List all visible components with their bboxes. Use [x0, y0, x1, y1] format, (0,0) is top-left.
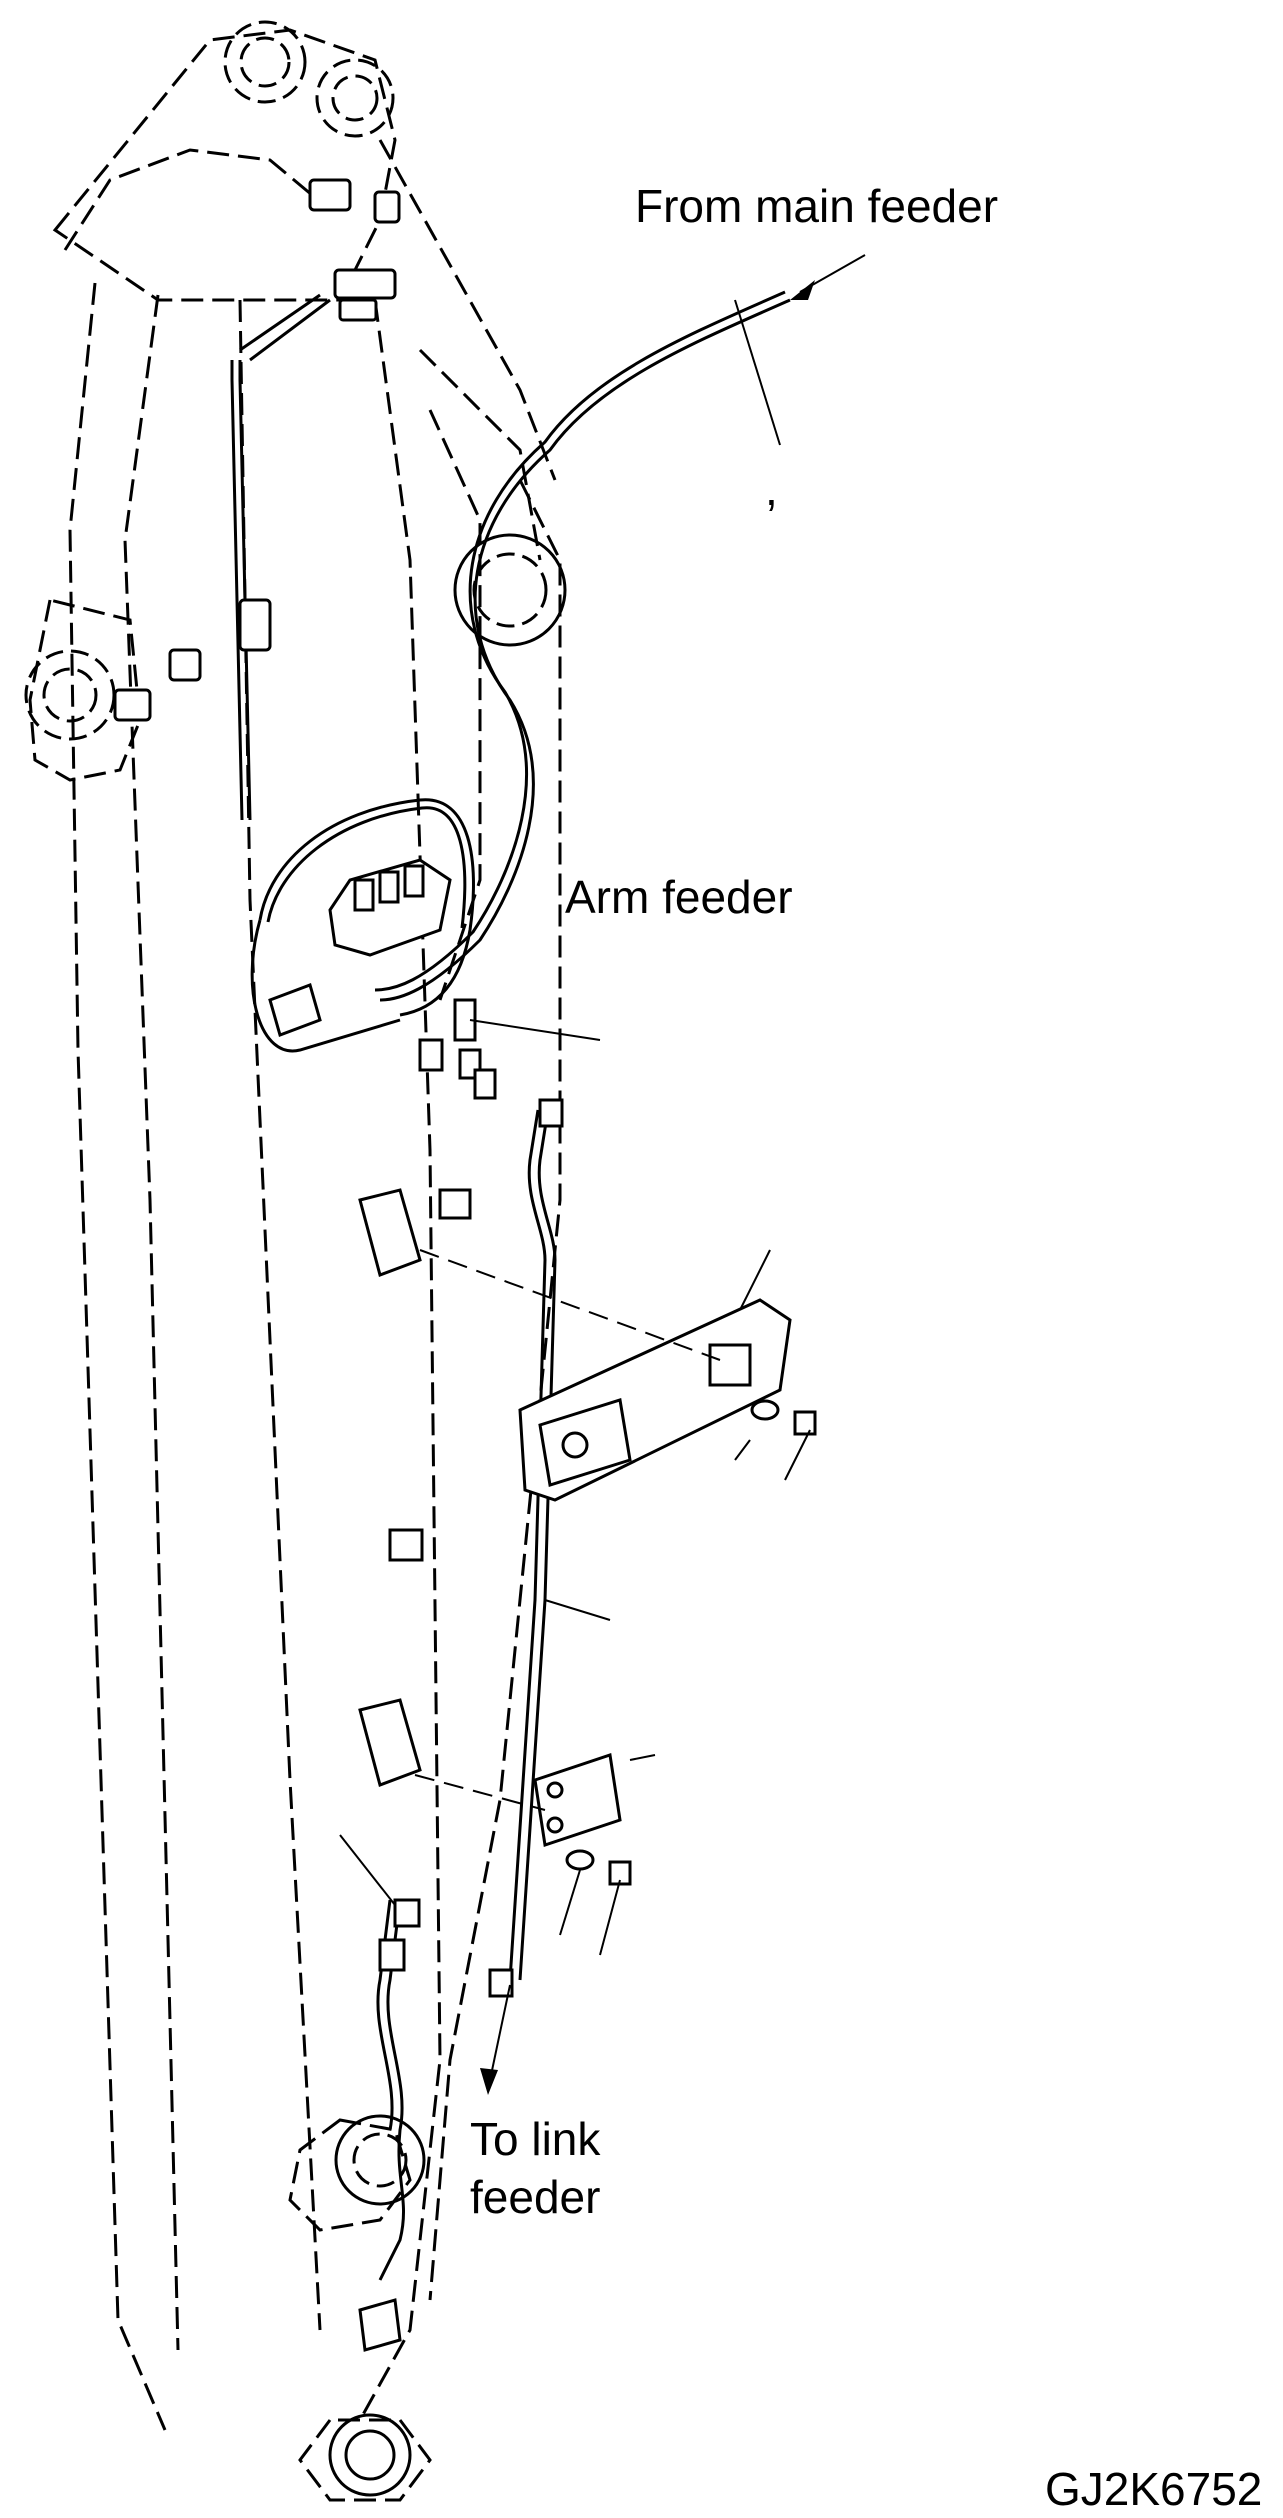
label-to-link-line2: feeder — [470, 2171, 600, 2223]
bolts-and-washers — [565, 1399, 817, 1886]
small-bracket — [268, 983, 322, 1037]
middle-fittings — [418, 998, 564, 1128]
label-from-main-feeder: From main feeder — [635, 180, 998, 232]
arm-feeder-loop — [250, 798, 475, 1053]
lower-clamp-plate — [533, 1753, 622, 1847]
link-feeder-pipe — [508, 1109, 557, 1981]
main-feeder-hose — [374, 290, 791, 1002]
top-fittings — [308, 178, 401, 322]
leader-lines — [339, 299, 811, 1956]
left-side-hoses — [230, 293, 331, 821]
lower-hose — [376, 1899, 406, 2281]
alignment-lines — [414, 1249, 721, 1811]
drawing-code: GJ2K6752 — [1045, 2463, 1262, 2515]
label-to-link-line1: To link — [470, 2113, 601, 2165]
lower-pin-bosses — [328, 2114, 426, 2497]
label-comma-mark: , — [765, 463, 778, 515]
top-pin-bosses — [223, 20, 395, 138]
label-arm-feeder: Arm feeder — [565, 871, 793, 923]
arrow-to-link-feeder — [480, 1984, 511, 2095]
lower-fittings — [358, 1898, 514, 2352]
left-boom-pin — [24, 649, 116, 741]
divider-valve-block — [328, 858, 452, 957]
upper-clamp-plate — [518, 1298, 792, 1502]
mounting-blocks — [358, 1188, 472, 1787]
arrow-from-main-feeder — [790, 254, 866, 300]
left-fittings — [113, 598, 272, 722]
